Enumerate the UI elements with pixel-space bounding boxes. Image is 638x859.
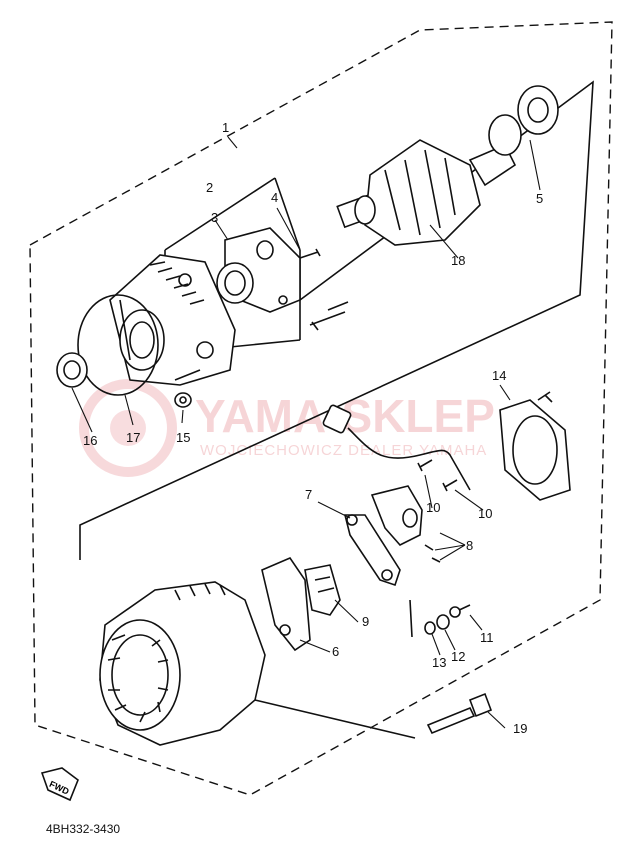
lower-group-line <box>254 599 416 739</box>
callout-15: 15 <box>176 430 190 445</box>
callout-12: 12 <box>451 649 465 664</box>
callout-5: 5 <box>536 191 543 206</box>
callout-2: 2 <box>206 180 213 195</box>
callout-10b: 10 <box>478 506 492 521</box>
callout-8: 8 <box>466 538 473 553</box>
callout-9: 9 <box>362 614 369 629</box>
drawing-code: 4BH332-3430 <box>46 822 120 836</box>
screws-10 <box>417 459 458 492</box>
callout-11: 11 <box>480 630 494 645</box>
callout-7: 7 <box>305 487 312 502</box>
brush-holder <box>343 514 401 587</box>
regulator <box>370 485 441 563</box>
callout-6: 6 <box>332 644 339 659</box>
fwd-arrow-icon: FWD <box>40 767 79 802</box>
stud-bolts <box>309 301 349 331</box>
through-bolt <box>426 692 493 735</box>
callout-3: 3 <box>211 210 218 225</box>
rear-cover <box>499 391 571 501</box>
bearing-and-retainer <box>216 227 301 313</box>
screw-washer-set <box>424 604 471 635</box>
assembly-boundary <box>29 21 613 796</box>
front-housing <box>109 254 236 386</box>
callout-17: 17 <box>126 430 140 445</box>
rectifier <box>261 557 311 652</box>
rear-bearing <box>517 85 559 135</box>
oil-seal <box>56 352 88 388</box>
callout-labels: 1 2 3 4 5 6 7 8 9 10 10 11 12 13 14 15 1… <box>83 120 543 736</box>
callout-16: 16 <box>83 433 97 448</box>
callout-13: 13 <box>432 655 446 670</box>
brush <box>304 564 341 616</box>
screw-4 <box>299 248 321 259</box>
rear-housing-stator <box>99 581 266 746</box>
watermark-logo <box>79 379 177 477</box>
callout-19: 19 <box>513 721 527 736</box>
callout-4: 4 <box>271 190 278 205</box>
nut <box>174 392 192 408</box>
wire-connector <box>322 404 471 491</box>
rotor <box>336 114 522 246</box>
callout-10a: 10 <box>426 500 440 515</box>
callout-1: 1 <box>222 120 229 135</box>
callout-14: 14 <box>492 368 506 383</box>
watermark-subtitle: WOJCIECHOWICZ DEALER YAMAHA <box>200 442 487 459</box>
o-ring <box>77 294 159 396</box>
callout-18: 18 <box>451 253 465 268</box>
leader-lines <box>71 136 541 729</box>
